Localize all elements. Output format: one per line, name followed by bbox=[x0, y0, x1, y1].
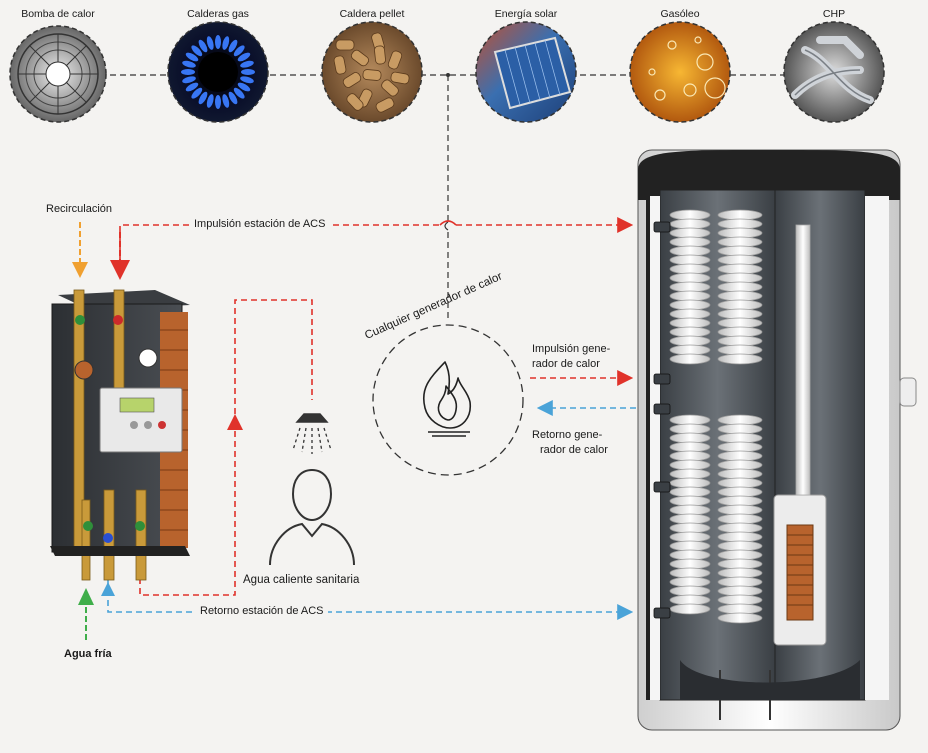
source-label-solar: Energía solar bbox=[494, 8, 558, 20]
return-acs-label: Retorno estación de ACS bbox=[196, 605, 328, 617]
chp-pipes-icon bbox=[783, 21, 885, 123]
source-label-chp: CHP bbox=[822, 8, 846, 20]
cold-water-label: Agua fría bbox=[64, 648, 112, 660]
source-label-oil: Gasóleo bbox=[660, 8, 700, 20]
generator-return-label-2: rador de calor bbox=[540, 444, 608, 456]
any-generator-symbol bbox=[372, 324, 524, 476]
generator-supply-label-2: rador de calor bbox=[532, 358, 600, 370]
return-acs-line bbox=[101, 580, 634, 620]
source-label-pellet-boiler: Caldera pellet bbox=[339, 8, 405, 20]
source-label-heat-pump: Bomba de calor bbox=[21, 8, 95, 20]
acs-station-unit bbox=[50, 289, 190, 581]
shower-head-icon bbox=[292, 413, 332, 454]
generator-return-label-1: Retorno gene- bbox=[532, 429, 603, 441]
oil-bubbles-icon bbox=[629, 21, 731, 123]
wood-pellets-icon bbox=[321, 21, 423, 123]
solar-panel-icon bbox=[475, 21, 577, 123]
recirculation-label: Recirculación bbox=[46, 203, 113, 215]
heat-pump-fan-icon bbox=[9, 25, 107, 123]
hot-water-label: Agua caliente sanitaria bbox=[243, 574, 360, 586]
supply-acs-label: Impulsión estación de ACS bbox=[190, 218, 330, 230]
supply-acs-line bbox=[110, 217, 634, 280]
cold-water-line bbox=[78, 588, 94, 640]
buffer-tank bbox=[637, 149, 917, 731]
source-label-gas-boilers: Calderas gas bbox=[187, 8, 249, 20]
gas-burner-flame-icon bbox=[167, 21, 269, 123]
generator-supply-label-1: Impulsión gene- bbox=[532, 343, 611, 355]
hot-water-line bbox=[139, 299, 313, 596]
person-icon bbox=[269, 468, 355, 566]
recirculation-line bbox=[72, 222, 88, 278]
